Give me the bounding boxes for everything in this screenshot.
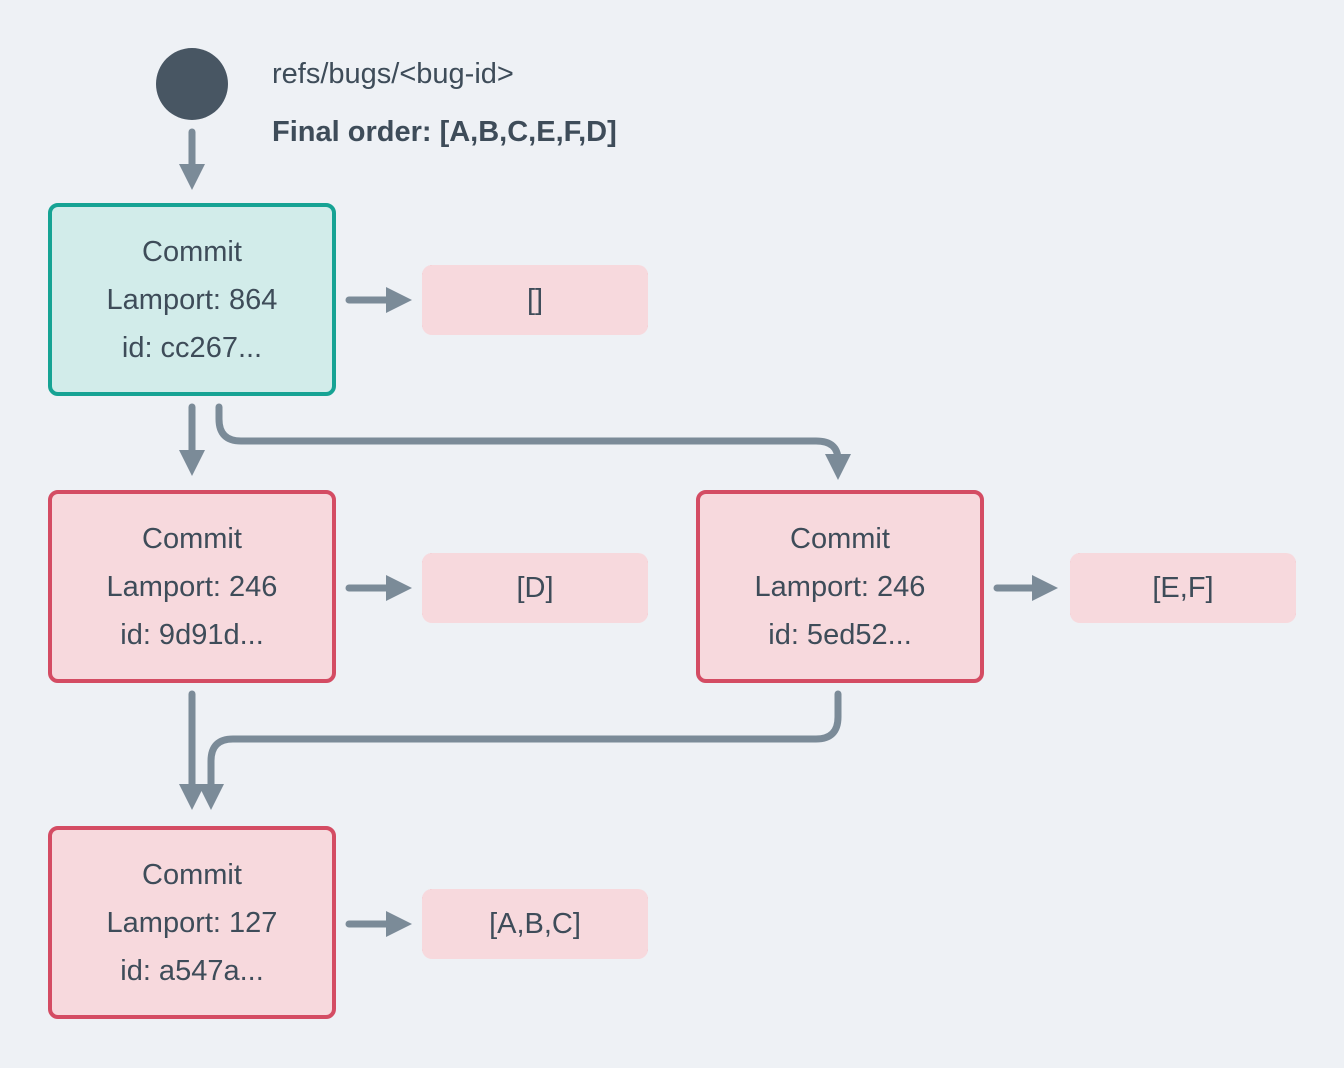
- commit-node-bottom: Commit Lamport: 127 id: a547a...: [48, 826, 336, 1019]
- commit-id: id: 5ed52...: [768, 618, 912, 651]
- commit-node-left: Commit Lamport: 246 id: 9d91d...: [48, 490, 336, 683]
- ref-head-circle: [156, 48, 228, 120]
- commit-id: id: 9d91d...: [120, 618, 264, 651]
- commit-node-right: Commit Lamport: 246 id: 5ed52...: [696, 490, 984, 683]
- commit-lamport: Lamport: 864: [106, 283, 278, 316]
- ref-name-label: refs/bugs/<bug-id>: [272, 58, 514, 90]
- commit-title: Commit: [142, 522, 242, 555]
- commit-id: id: cc267...: [121, 331, 263, 364]
- ops-box-left: [D]: [422, 553, 648, 623]
- final-order-label: Final order: [A,B,C,E,F,D]: [272, 116, 617, 148]
- ops-box-root: []: [422, 265, 648, 335]
- commit-lamport: Lamport: 127: [106, 906, 278, 939]
- ops-box-bottom: [A,B,C]: [422, 889, 648, 959]
- commit-lamport: Lamport: 246: [106, 570, 278, 603]
- ops-box-right: [E,F]: [1070, 553, 1296, 623]
- commit-node-root: Commit Lamport: 864 id: cc267...: [48, 203, 336, 396]
- commit-title: Commit: [142, 858, 242, 891]
- commit-title: Commit: [142, 235, 242, 268]
- arrow-right-to-bottom: [198, 690, 842, 810]
- arrow-root-to-right: [215, 403, 851, 480]
- commit-lamport: Lamport: 246: [754, 570, 926, 603]
- commit-title: Commit: [790, 522, 890, 555]
- commit-id: id: a547a...: [120, 954, 264, 987]
